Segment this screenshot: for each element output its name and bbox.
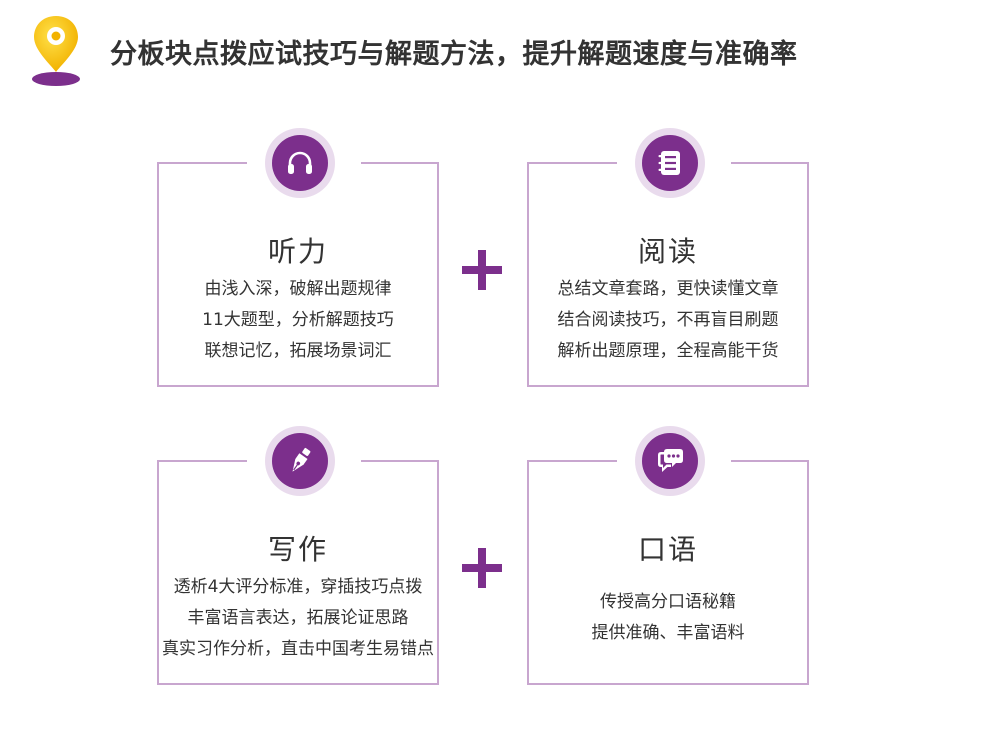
card-line: 由浅入深，破解出题规律 [204,279,392,299]
page-header: 分板块点拨应试技巧与解题方法，提升解题速度与准确率 [0,0,1000,100]
card-speaking: 口语 传授高分口语秘籍 提供准确、丰富语料 [527,426,809,685]
card-title: 阅读 [637,235,698,268]
icon-badge [635,128,705,198]
card-line: 总结文章套路，更快读懂文章 [557,279,779,299]
chat-bubble-icon [658,449,683,472]
card-title: 口语 [637,533,698,566]
plus-icon [462,250,502,290]
card-border-segment [361,460,439,462]
card-title: 写作 [267,533,328,566]
icon-badge [265,426,335,496]
card-line: 11大题型，分析解题技巧 [202,310,394,330]
card-line: 联想记忆，拓展场景词汇 [204,341,392,361]
icon-badge [635,426,705,496]
card-line: 透析4大评分标准，穿插技巧点拨 [173,577,423,597]
page-title: 分板块点拨应试技巧与解题方法，提升解题速度与准确率 [110,39,798,70]
card-border-segment [731,460,809,462]
card-border-segment [527,162,617,164]
card-listening: 听力 由浅入深，破解出题规律 11大题型，分析解题技巧 联想记忆，拓展场景词汇 [157,128,439,387]
card-border-segment [527,460,617,462]
pen-nib-icon [292,447,311,472]
card-reading: 阅读 总结文章套路，更快读懂文章 结合阅读技巧，不再盲目刷题 解析出题原理，全程… [527,128,809,387]
card-line: 传授高分口语秘籍 [600,592,736,612]
headphones-icon [288,151,312,174]
card-border-segment [157,162,247,164]
card-line: 提供准确、丰富语料 [591,623,745,643]
card-border-segment [731,162,809,164]
notebook-icon [658,151,680,175]
card-line: 真实习作分析，直击中国考生易错点 [162,639,434,659]
card-border-segment [361,162,439,164]
card-writing: 写作 透析4大评分标准，穿插技巧点拨 丰富语言表达，拓展论证思路 真实习作分析，… [157,426,439,685]
card-border-segment [157,460,247,462]
card-line: 丰富语言表达，拓展论证思路 [187,608,409,628]
map-pin-icon [32,16,80,86]
card-line: 解析出题原理，全程高能干货 [557,341,779,361]
card-line: 结合阅读技巧，不再盲目刷题 [557,310,779,330]
plus-icon [462,548,502,588]
icon-badge [265,128,335,198]
card-title: 听力 [267,235,328,268]
